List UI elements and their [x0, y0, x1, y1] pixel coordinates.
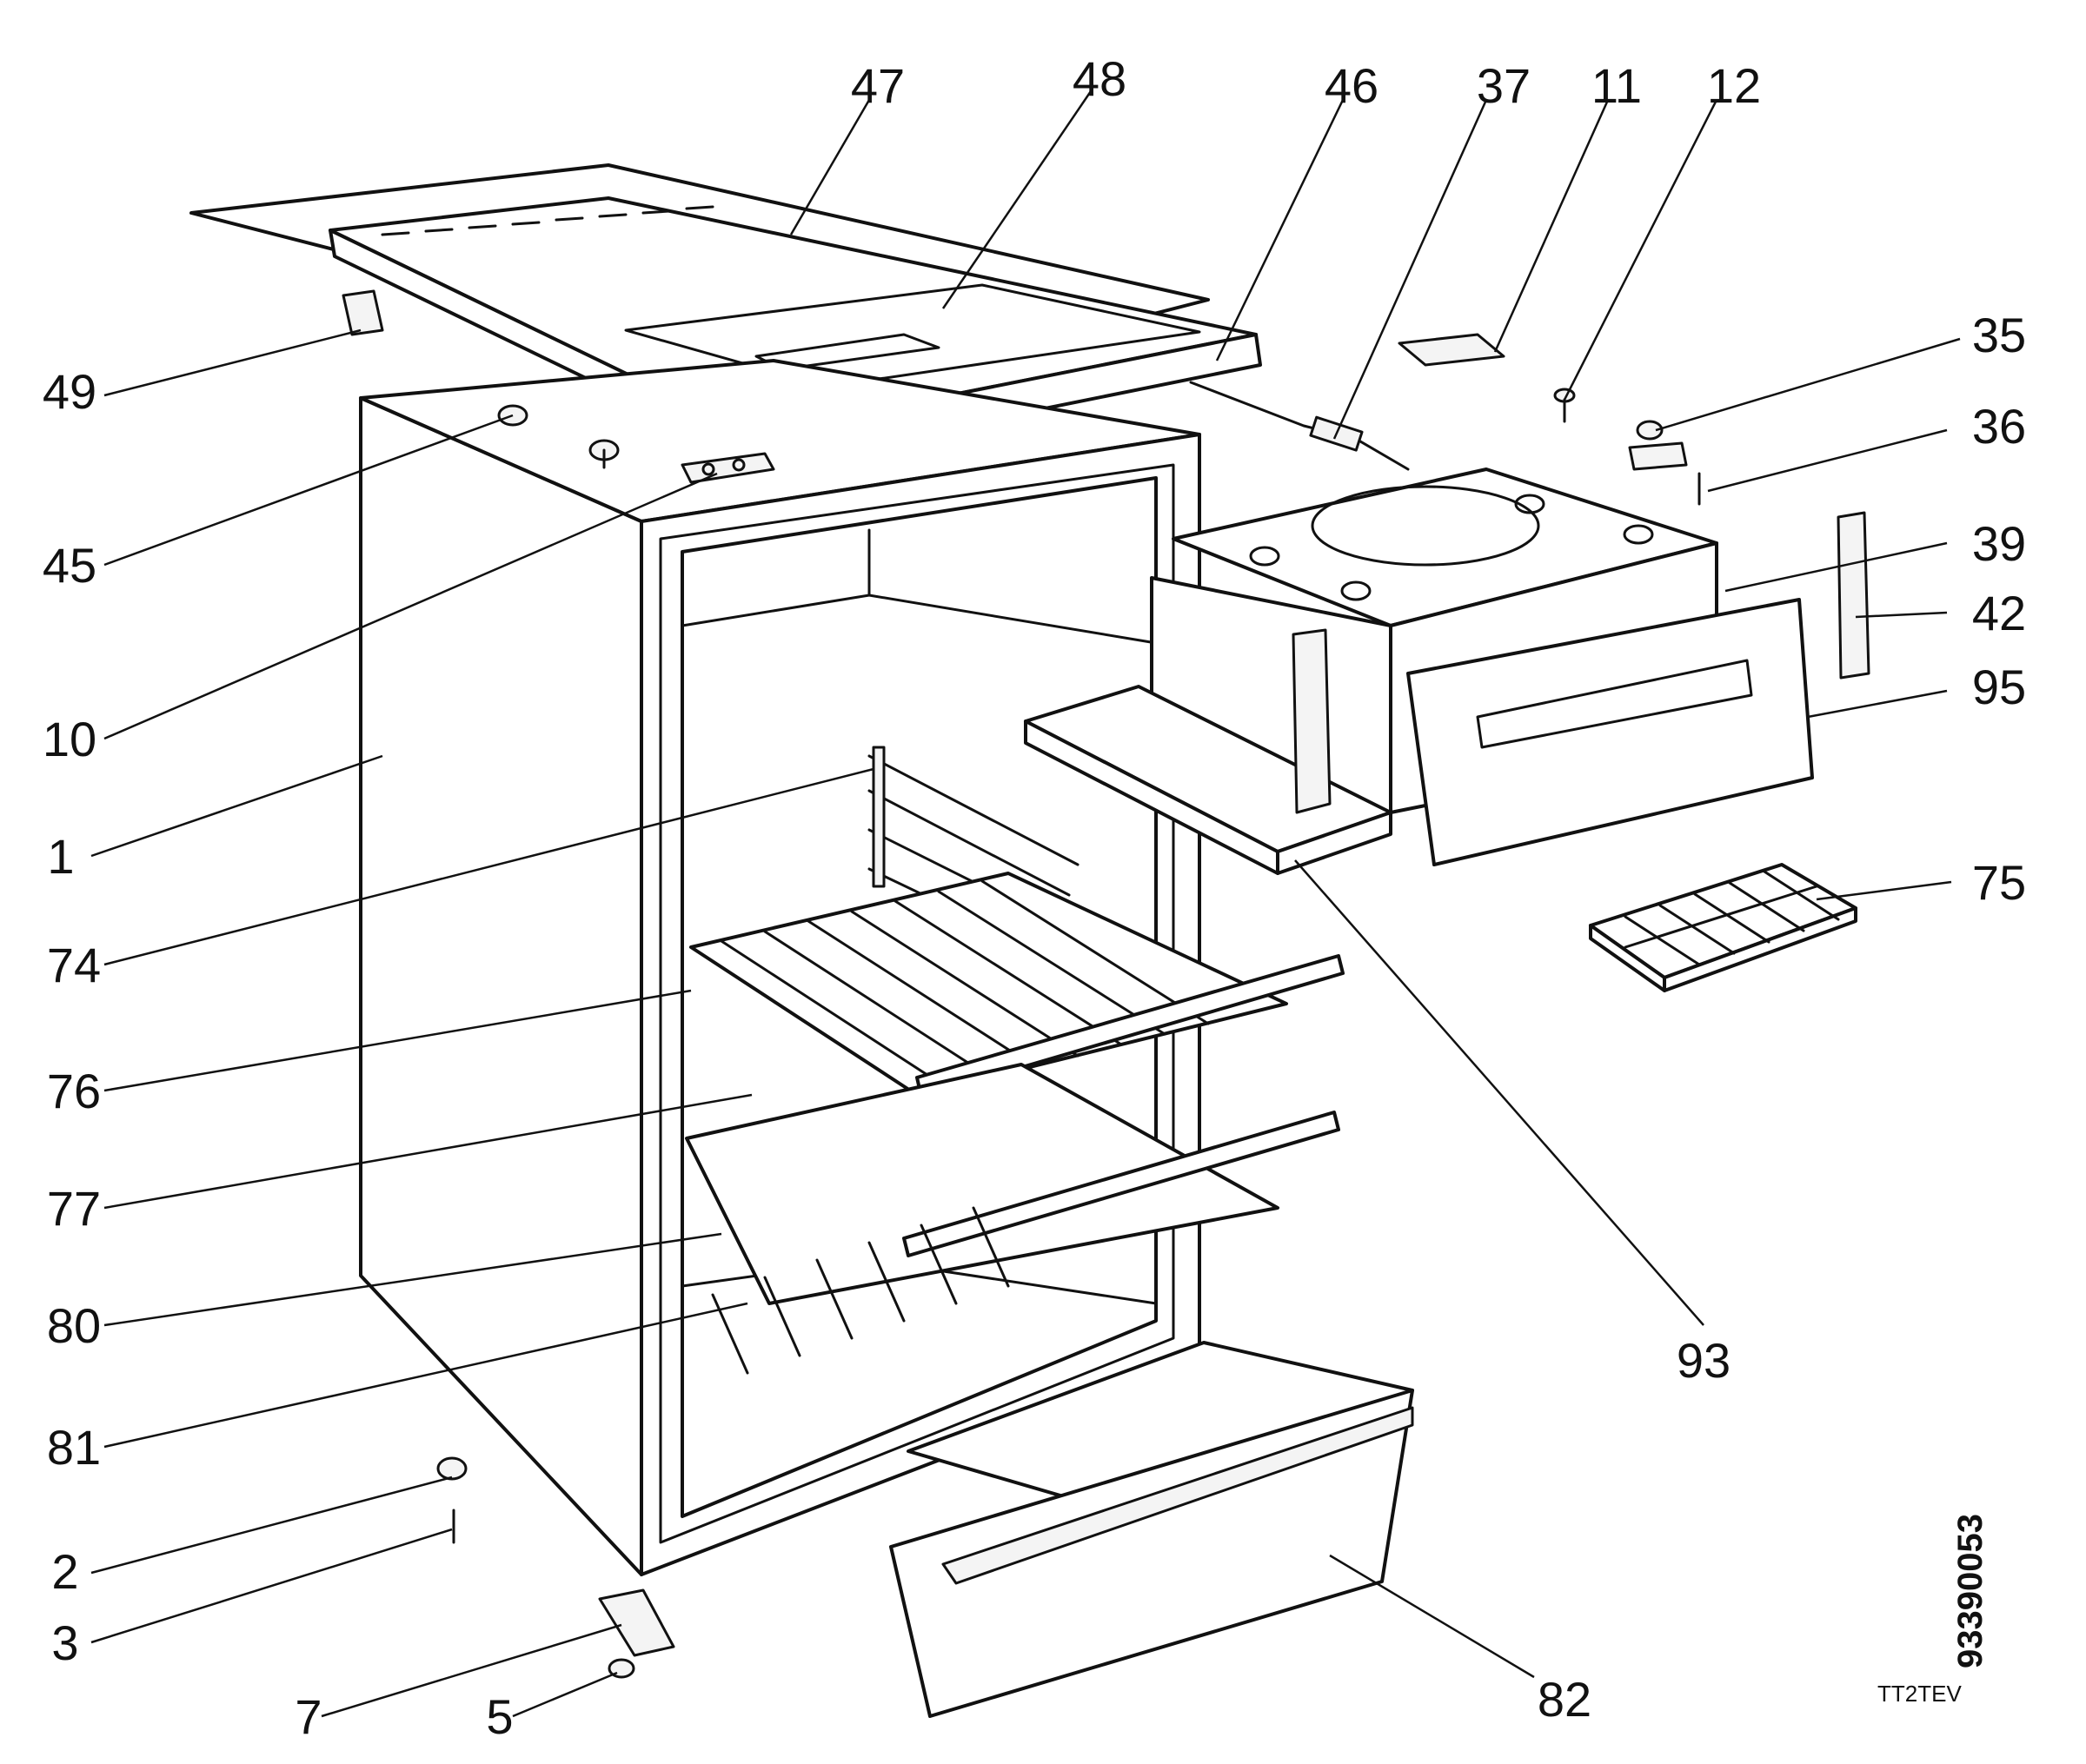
callout-46: 46	[1325, 58, 1378, 113]
callout-35: 35	[1972, 308, 2026, 362]
thermostat-sensor-tube	[1189, 381, 1410, 471]
callout-labels: 47 48 46 37 11 12 35 36 39 42 95 75 49 4…	[43, 51, 2026, 1744]
callout-45: 45	[43, 538, 96, 593]
glass-shelf	[685, 1063, 1340, 1305]
callout-5: 5	[486, 1689, 513, 1744]
bottom-rails	[711, 1206, 1010, 1375]
callout-77: 77	[47, 1181, 101, 1236]
callout-93: 93	[1677, 1333, 1731, 1388]
leader-lines	[90, 90, 1961, 1718]
callout-11: 11	[1591, 58, 1642, 113]
top-bracket-part	[342, 289, 384, 336]
callout-48: 48	[1073, 51, 1126, 106]
callout-47: 47	[851, 58, 905, 113]
hinge-plate-part	[1398, 333, 1505, 367]
callout-75: 75	[1972, 855, 2026, 910]
callout-76: 76	[47, 1064, 101, 1118]
freezer-bracket-part	[1837, 511, 1870, 680]
top-hinge-bracket	[681, 452, 775, 484]
drawing-number: 93390053	[1951, 1514, 1990, 1668]
freezer-side-bracket	[1292, 628, 1332, 814]
callout-81: 81	[47, 1420, 101, 1475]
callout-36: 36	[1972, 399, 2026, 454]
door-stop-part	[1628, 420, 1688, 471]
freezer-door	[1406, 598, 1814, 866]
callout-7: 7	[295, 1689, 322, 1744]
top-cover-panel	[189, 163, 1262, 467]
adjustable-foot-part	[436, 1456, 468, 1481]
callout-2: 2	[51, 1544, 78, 1599]
callout-42: 42	[1972, 586, 2026, 640]
callout-74: 74	[47, 938, 101, 992]
callout-10: 10	[43, 712, 96, 766]
bottom-hinge-part	[598, 1588, 675, 1657]
door-bin	[889, 1341, 1414, 1718]
hinge-pin-part	[1553, 388, 1576, 423]
callout-1: 1	[47, 829, 74, 884]
callout-95: 95	[1972, 660, 2026, 714]
callout-37: 37	[1477, 58, 1531, 113]
freezer-compartment	[1150, 468, 1718, 814]
model-code: TT2TEV	[1877, 1681, 1962, 1707]
callout-39: 39	[1972, 516, 2026, 571]
callout-12: 12	[1707, 58, 1761, 113]
callout-3: 3	[51, 1615, 78, 1670]
callout-49: 49	[43, 364, 96, 419]
callout-80: 80	[47, 1298, 101, 1353]
ice-cube-tray	[1589, 863, 1857, 992]
callout-82: 82	[1538, 1672, 1591, 1727]
